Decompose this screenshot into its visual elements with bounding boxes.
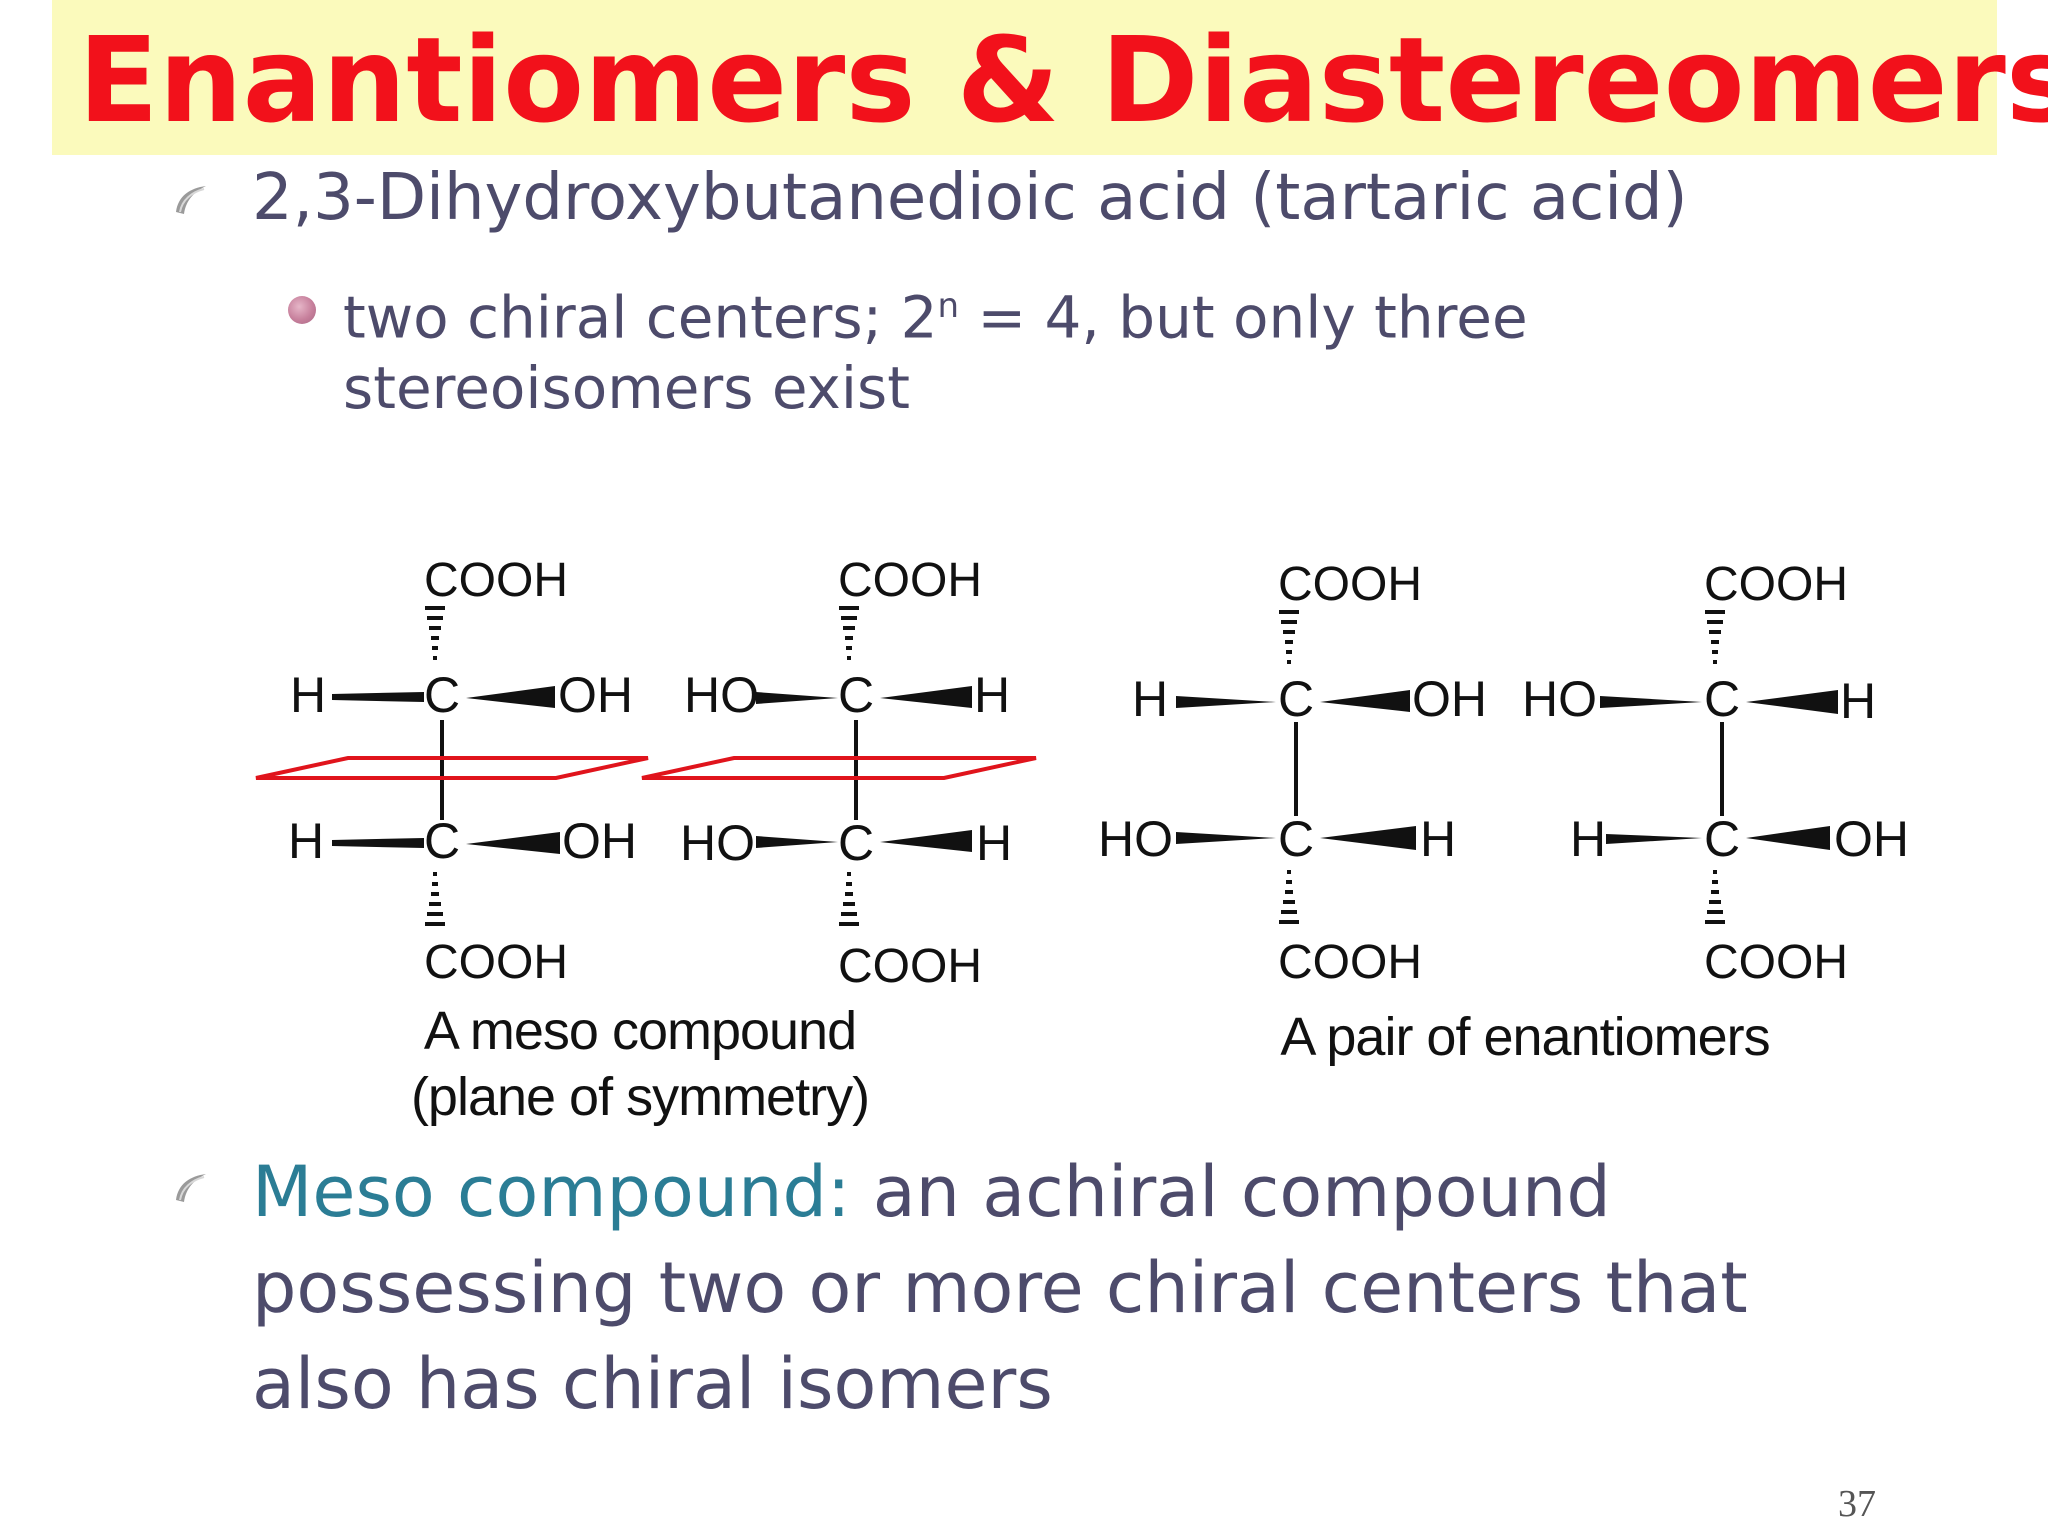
molecule-meso-2: COOH C HO H C HO H COOH xyxy=(680,554,1012,993)
caption-meso-compound: A meso compound xyxy=(423,1001,857,1061)
wedge-bond-left xyxy=(756,836,838,848)
meso-compound-term: Meso compound: xyxy=(252,1151,851,1233)
title-background xyxy=(52,0,1997,155)
atom-cooh-bottom: COOH xyxy=(1278,936,1422,989)
wedge-bond-right xyxy=(1746,826,1830,850)
hash-bond-bottom xyxy=(425,872,445,926)
atom-h: H xyxy=(288,813,324,869)
wedge-bond-right xyxy=(880,830,972,852)
atom-h: H xyxy=(974,667,1010,723)
atom-cooh-top: COOH xyxy=(1704,558,1848,611)
swoosh-bullet-icon xyxy=(176,186,206,214)
atom-h: H xyxy=(1840,673,1876,729)
bullet-tartaric-acid: 2,3-Dihydroxybutanedioic acid (tartaric … xyxy=(252,161,1688,235)
wedge-bond-left xyxy=(332,692,424,702)
hash-bond-bottom xyxy=(839,872,859,926)
plane-of-symmetry-1 xyxy=(255,756,649,780)
atom-cooh-top: COOH xyxy=(1278,558,1422,611)
wedge-bond-right xyxy=(1320,826,1416,850)
plane-of-symmetry-2 xyxy=(641,756,1037,780)
atom-carbon: C xyxy=(424,813,460,869)
bullet-meso-definition-line3: also has chiral isomers xyxy=(252,1343,1053,1425)
hash-bond-bottom xyxy=(1705,870,1725,924)
atom-h: H xyxy=(290,667,326,723)
atom-oh: OH xyxy=(1412,671,1487,727)
atom-ho: HO xyxy=(1098,811,1173,867)
atom-carbon: C xyxy=(1704,811,1740,867)
caption-plane-of-symmetry: (plane of symmetry) xyxy=(410,1067,870,1127)
atom-cooh-bottom: COOH xyxy=(424,936,568,989)
page-number: 37 xyxy=(1838,1483,1876,1525)
hash-bond-bottom xyxy=(1279,870,1299,924)
wedge-bond-right xyxy=(880,686,972,708)
caption-pair-of-enantiomers: A pair of enantiomers xyxy=(1280,1007,1770,1067)
atom-carbon: C xyxy=(1278,671,1314,727)
atom-cooh-bottom: COOH xyxy=(1704,936,1848,989)
atom-cooh-top: COOH xyxy=(424,554,568,607)
bullet-meso-definition-line1: Meso compound: an achiral compound xyxy=(252,1151,1611,1233)
atom-cooh-top: COOH xyxy=(838,554,982,607)
molecule-enantiomer-b: COOH C HO H C H OH COOH xyxy=(1522,558,1909,989)
round-pink-bullet-icon xyxy=(288,296,316,324)
atom-cooh-bottom: COOH xyxy=(838,940,982,993)
atom-ho: HO xyxy=(1522,671,1597,727)
molecule-meso-1: COOH C H OH C H OH COOH xyxy=(288,554,637,989)
wedge-bond-left xyxy=(332,838,424,848)
wedge-bond-left xyxy=(1600,696,1702,708)
atom-ho: HO xyxy=(680,815,755,871)
atom-h: H xyxy=(1132,671,1168,727)
atom-carbon: C xyxy=(838,815,874,871)
atom-carbon: C xyxy=(1704,671,1740,727)
wedge-bond-left xyxy=(756,692,838,704)
hash-bond-top xyxy=(1705,610,1725,664)
hash-bond-top xyxy=(1279,610,1299,664)
hash-bond-top xyxy=(425,606,445,660)
wedge-bond-right xyxy=(1320,690,1410,712)
wedge-bond-right xyxy=(466,832,560,854)
wedge-bond-left xyxy=(1176,832,1276,844)
atom-ho: HO xyxy=(684,667,759,723)
atom-h: H xyxy=(1420,811,1456,867)
sub-bullet-chiral-centers: two chiral centers; 2n = 4, but only thr… xyxy=(343,283,1528,352)
atom-oh: OH xyxy=(558,667,633,723)
atom-oh: OH xyxy=(562,813,637,869)
atom-h: H xyxy=(1570,811,1606,867)
atom-h: H xyxy=(976,815,1012,871)
wedge-bond-left xyxy=(1176,696,1276,708)
bullet-meso-definition-line2: possessing two or more chiral centers th… xyxy=(252,1247,1748,1329)
wedge-bond-right xyxy=(466,686,555,708)
swoosh-bullet-icon xyxy=(176,1174,206,1202)
wedge-bond-left xyxy=(1606,834,1702,844)
hash-bond-top xyxy=(839,606,859,660)
slide-title: Enantiomers & Diastereomers xyxy=(78,11,2048,149)
atom-carbon: C xyxy=(424,667,460,723)
molecule-enantiomer-a: COOH C H OH C HO H COOH xyxy=(1098,558,1487,989)
atom-oh: OH xyxy=(1834,811,1909,867)
wedge-bond-right xyxy=(1746,690,1838,714)
atom-carbon: C xyxy=(838,667,874,723)
sub-bullet-line2: stereoisomers exist xyxy=(343,354,910,422)
atom-carbon: C xyxy=(1278,811,1314,867)
